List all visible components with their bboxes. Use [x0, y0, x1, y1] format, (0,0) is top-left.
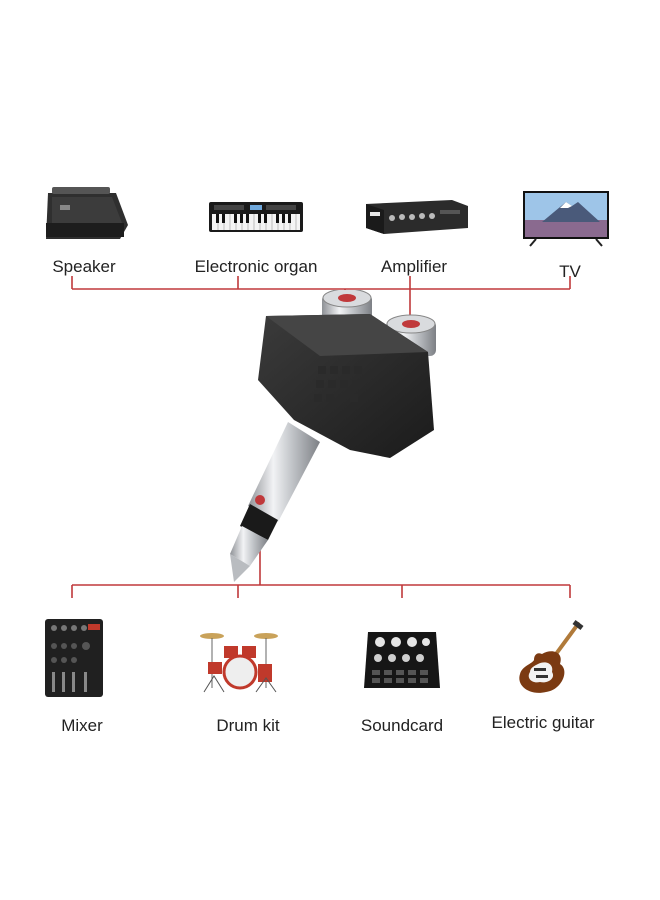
bottom-label-mixer: Mixer [61, 716, 103, 735]
electric-guitar-icon [519, 620, 584, 693]
top-label-tv: TV [559, 262, 581, 281]
soundcard-icon [364, 632, 440, 688]
top-label-speaker: Speaker [52, 257, 116, 276]
speaker-icon [46, 187, 128, 239]
bottom-label-soundcard: Soundcard [360, 716, 444, 735]
bottom-label-drum-kit: Drum kit [216, 716, 280, 735]
amplifier-icon [366, 200, 468, 234]
top-label-amplifier: Amplifier [380, 257, 448, 276]
drum-kit-icon [200, 633, 278, 693]
mixer-icon [45, 619, 103, 697]
keyboard-organ-icon [209, 202, 303, 232]
tv-icon [523, 191, 609, 247]
top-label-electronic-organ: Electronic organ [194, 257, 318, 276]
bottom-label-electric-guitar: Electric guitar [491, 713, 595, 732]
dual-rca-to-6-35mm-adapter-icon [230, 290, 436, 582]
